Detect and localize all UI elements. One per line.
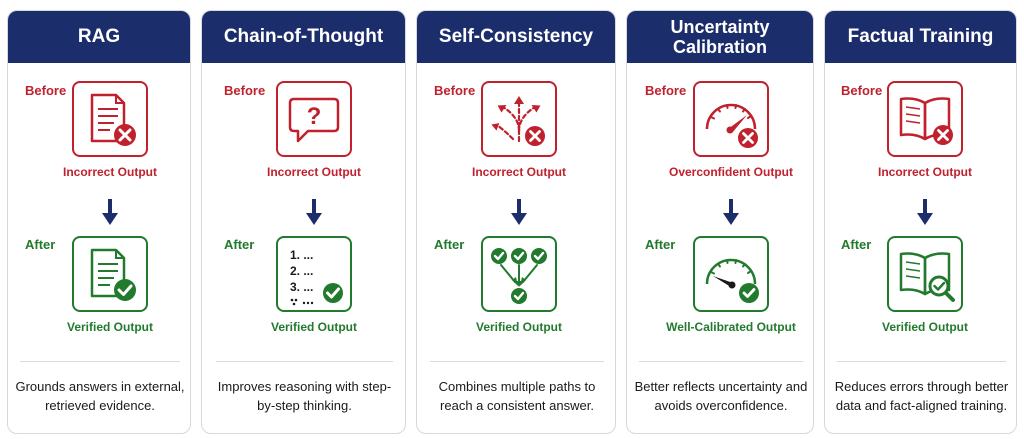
after-label: After xyxy=(645,237,676,252)
card-title: Factual Training xyxy=(825,11,1016,63)
step-2: 2. ... xyxy=(290,264,313,278)
before-caption: Incorrect Output xyxy=(62,165,157,179)
down-arrow-icon xyxy=(723,199,739,225)
card-description: Combines multiple paths to reach a consi… xyxy=(438,379,596,413)
card-description: Better reflects uncertainty and avoids o… xyxy=(634,379,808,413)
down-arrow-icon xyxy=(306,199,322,225)
card-description: Reduces errors through better data and f… xyxy=(834,379,1009,413)
after-caption: Verified Output xyxy=(270,320,357,334)
card-title: Self-Consistency xyxy=(417,11,615,63)
down-arrow-icon xyxy=(511,199,527,225)
card-title: RAG xyxy=(8,11,190,63)
divider xyxy=(837,361,1006,362)
card-self-consistency: Self-Consistency Before Incorrect Output… xyxy=(416,10,616,434)
question-bubble-icon: ? xyxy=(276,81,352,157)
step-3: 3. ... xyxy=(290,280,313,294)
after-label: After xyxy=(224,237,255,252)
after-label: After xyxy=(25,237,56,252)
before-label: Before xyxy=(25,83,67,98)
divider xyxy=(430,361,604,362)
open-book-error-icon xyxy=(887,81,963,157)
before-caption: Incorrect Output xyxy=(877,165,972,179)
card-description: Improves reasoning with step-by-step thi… xyxy=(217,379,392,413)
before-label: Before xyxy=(841,83,883,98)
divider xyxy=(216,361,393,362)
after-caption: Well-Calibrated Output xyxy=(666,320,796,334)
card-description: Grounds answers in external, retrieved e… xyxy=(15,379,185,413)
after-caption: Verified Output xyxy=(66,320,153,334)
card-factual-training: Factual Training Before Incorrect Output… xyxy=(824,10,1017,434)
after-label: After xyxy=(434,237,465,252)
card-title: Chain-of-Thought xyxy=(202,11,405,63)
after-label: After xyxy=(841,237,872,252)
card-rag: RAG Before Incorrect Output After Ver xyxy=(7,10,191,434)
before-label: Before xyxy=(224,83,266,98)
divider xyxy=(639,361,803,362)
gauge-calibrated-check-icon xyxy=(693,236,769,312)
card-title: Uncertainty Calibration xyxy=(627,11,813,63)
divider xyxy=(20,361,180,362)
down-arrow-icon xyxy=(102,199,118,225)
open-book-magnifier-icon xyxy=(887,236,963,312)
after-caption: Verified Output xyxy=(881,320,968,334)
converging-checks-icon xyxy=(481,236,557,312)
down-arrow-icon xyxy=(917,199,933,225)
gauge-high-error-icon xyxy=(693,81,769,157)
numbered-steps-check-icon: 1. ... 2. ... 3. ... xyxy=(276,236,352,312)
before-caption: Incorrect Output xyxy=(471,165,566,179)
document-error-icon xyxy=(72,81,148,157)
card-uncertainty-calibration: Uncertainty Calibration Before Overconfi… xyxy=(626,10,814,434)
svg-text:?: ? xyxy=(307,103,322,130)
before-caption: Incorrect Output xyxy=(266,165,361,179)
diverging-paths-error-icon xyxy=(481,81,557,157)
before-label: Before xyxy=(645,83,687,98)
before-caption: Overconfident Output xyxy=(669,165,793,179)
document-check-icon xyxy=(72,236,148,312)
before-label: Before xyxy=(434,83,476,98)
card-chain-of-thought: Chain-of-Thought Before ? Incorrect Outp… xyxy=(201,10,406,434)
after-caption: Verified Output xyxy=(475,320,562,334)
step-1: 1. ... xyxy=(290,248,313,262)
